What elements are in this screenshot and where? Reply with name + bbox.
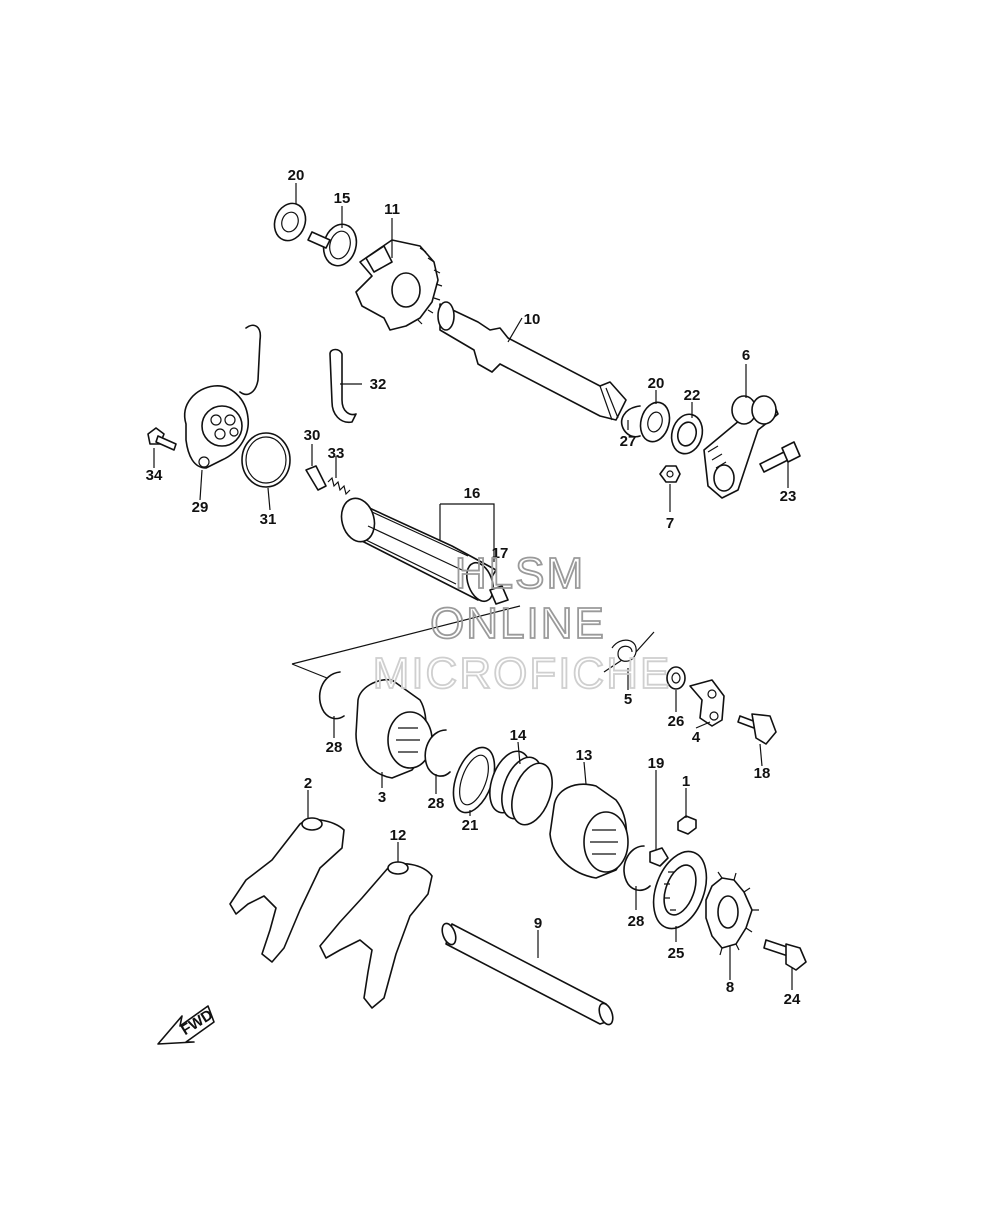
part-27-circlip [620, 405, 641, 438]
part-3-cam-gear [355, 678, 433, 779]
watermark-line-1: HLSM [455, 549, 585, 598]
callout-28-right: 28 [628, 913, 645, 930]
part-19-screw [649, 847, 669, 867]
leader-group [291, 605, 521, 681]
part-24-bolt [763, 939, 807, 971]
callout-23: 23 [780, 488, 797, 505]
callout-14: 14 [510, 727, 527, 744]
callout-3: 3 [378, 789, 386, 806]
watermark-line-3: MICROFICHE [373, 649, 672, 698]
callout-17: 17 [492, 545, 509, 562]
callout-4: 4 [692, 729, 701, 746]
part-6-stopper-arm [703, 395, 779, 499]
part-20-washer-top [273, 202, 307, 242]
part-2-shift-fork [229, 817, 345, 963]
part-13-cam-housing [549, 783, 629, 879]
callout-30: 30 [304, 427, 321, 444]
callout-33: 33 [328, 445, 345, 462]
part-20-washer-right [639, 401, 671, 443]
callout-20-top: 20 [288, 167, 305, 184]
callout-34: 34 [146, 467, 163, 484]
part-33-spring [327, 476, 351, 496]
callout-28-left: 28 [326, 739, 343, 756]
part-5-spring [603, 631, 655, 673]
callout-7: 7 [666, 515, 674, 532]
watermark-line-2: ONLINE [430, 599, 606, 648]
callout-13: 13 [576, 747, 593, 764]
callout-12: 12 [390, 827, 407, 844]
part-29-cover [183, 324, 262, 469]
part-11-shift-arm [355, 239, 443, 331]
callout-25: 25 [668, 945, 685, 962]
callout-32: 32 [370, 376, 387, 393]
part-30-pin [305, 465, 327, 491]
callout-8: 8 [726, 979, 734, 996]
part-28-circlip-mid [424, 729, 451, 777]
part-8-shift-gear [705, 871, 759, 956]
part-7-nut [659, 465, 681, 483]
callout-16: 16 [464, 485, 481, 502]
callout-2: 2 [304, 775, 312, 792]
callout-15: 15 [334, 190, 351, 207]
part-16-shift-cam [340, 497, 497, 603]
part-10-shift-shaft [437, 301, 627, 421]
callout-24: 24 [784, 991, 801, 1008]
part-22-oil-seal [670, 413, 704, 455]
part-17-pin [489, 585, 509, 605]
part-18-bolt [737, 713, 777, 745]
part-9-fork-shaft [441, 922, 614, 1026]
callout-labels: 20 15 11 10 6 20 22 32 27 30 33 34 23 16… [146, 167, 801, 1008]
callout-31: 31 [260, 511, 277, 528]
part-15-return-spring [307, 223, 358, 267]
part-25-bearing [652, 850, 708, 930]
fwd-arrow-icon: FWD [157, 1005, 216, 1045]
callout-10: 10 [524, 311, 541, 328]
callout-19: 19 [648, 755, 665, 772]
part-12-shift-fork [319, 861, 433, 1009]
part-28-circlip-right [623, 845, 651, 892]
callout-6: 6 [742, 347, 750, 364]
callout-28-mid: 28 [428, 795, 445, 812]
part-26-washer [666, 666, 686, 690]
part-14-spring [489, 750, 553, 826]
part-28-circlip-left [318, 671, 345, 720]
callout-18: 18 [754, 765, 771, 782]
watermark: HLSM ONLINE MICROFICHE [372, 548, 672, 699]
callout-26: 26 [668, 713, 685, 730]
part-21-washer [452, 746, 496, 814]
callout-20-right: 20 [648, 375, 665, 392]
callout-9: 9 [534, 915, 542, 932]
part-31-o-ring [241, 432, 291, 488]
callout-1: 1 [682, 773, 690, 790]
callout-11: 11 [384, 201, 400, 218]
part-1-nut [677, 815, 697, 835]
callout-22: 22 [684, 387, 701, 404]
part-34-bolt [147, 427, 177, 451]
callout-27: 27 [620, 433, 637, 450]
callout-29: 29 [192, 499, 209, 516]
callout-21: 21 [462, 817, 479, 834]
callout-5: 5 [624, 691, 632, 708]
part-4-stopper-plate [689, 679, 725, 727]
callout-leaders [153, 183, 793, 990]
part-23-bolt [759, 441, 801, 473]
part-32-clip [329, 348, 357, 424]
